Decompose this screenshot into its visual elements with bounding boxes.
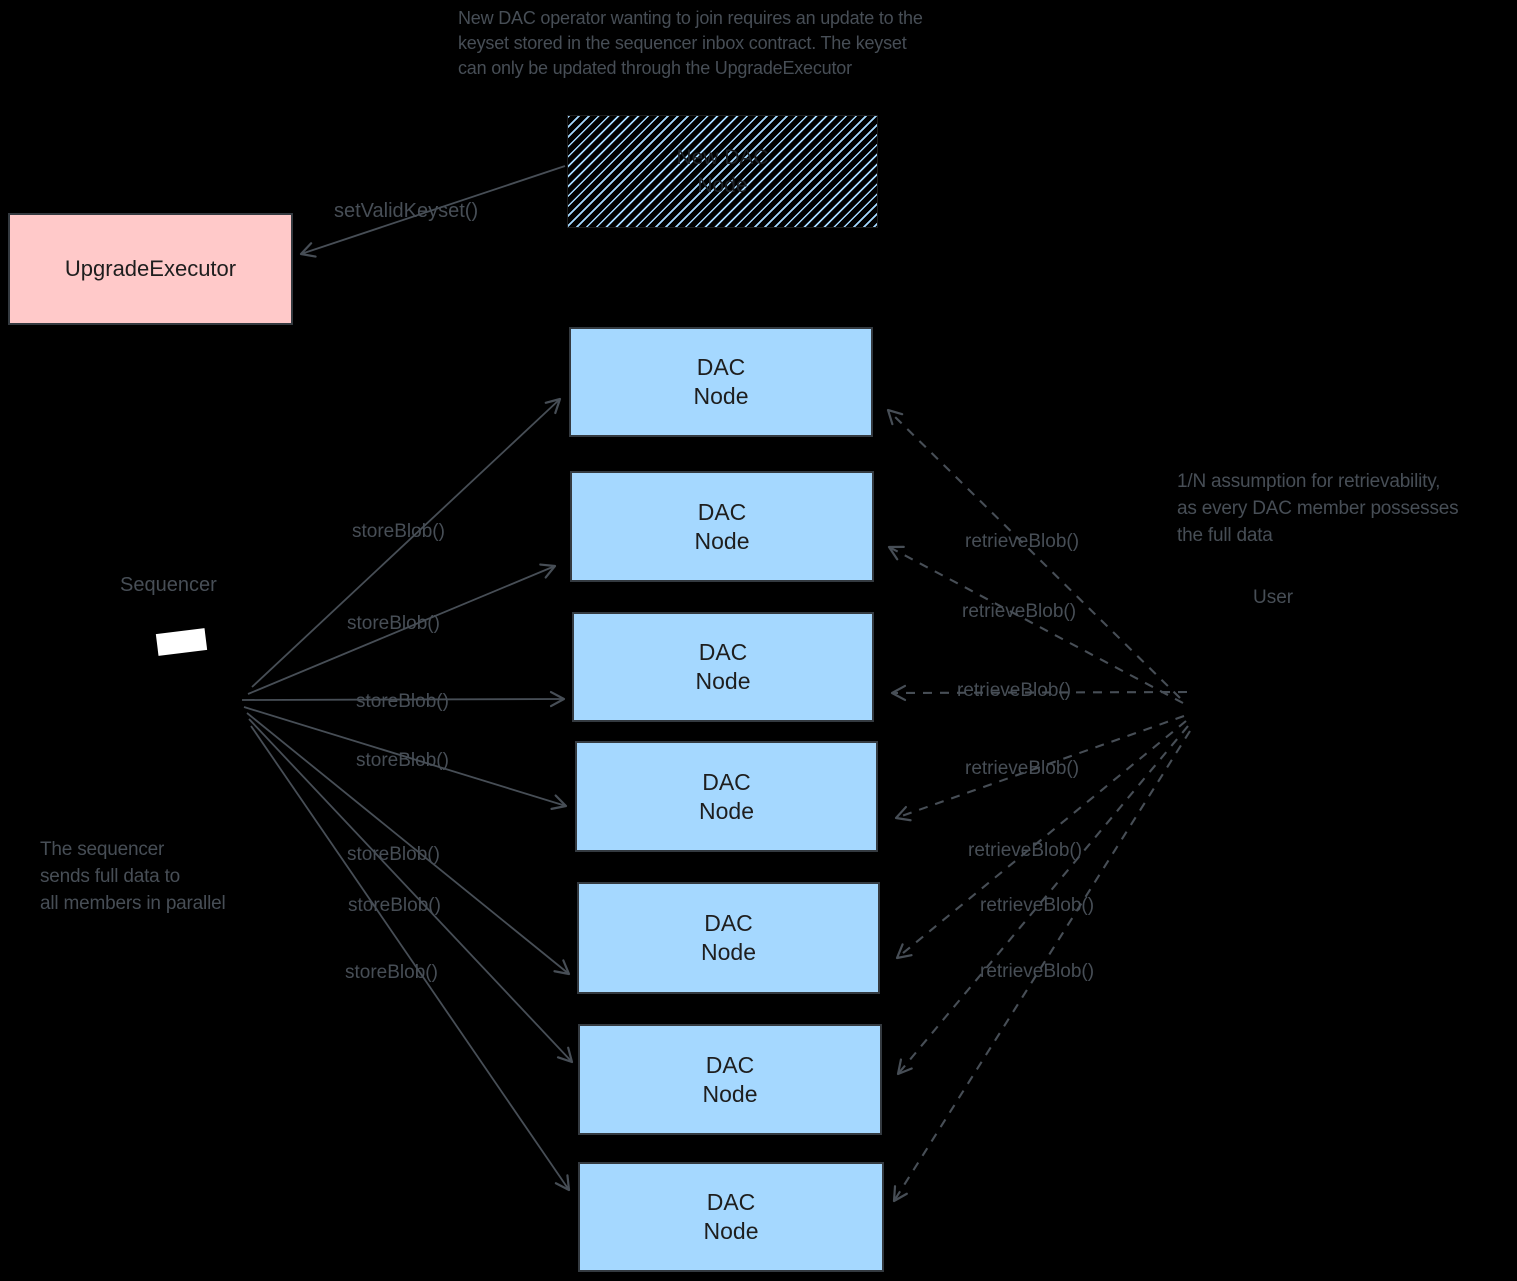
store-blob-label-3: storeBlob() [356, 691, 449, 712]
sequencer-label: Sequencer [120, 574, 217, 596]
user-label: User [1253, 587, 1294, 608]
store-blob-arrow-2 [247, 563, 557, 695]
left-note: The sequencer sends full data to all mem… [40, 839, 226, 914]
store-blob-arrow-6 [248, 718, 574, 1064]
set-valid-keyset-arrow [299, 165, 566, 258]
dac-node-box-5: DAC Node [577, 882, 880, 994]
dac-node-box-6: DAC Node [578, 1024, 882, 1135]
retrieve-blob-label-4: retrieveBlob() [965, 758, 1080, 779]
store-blob-label-1: storeBlob() [352, 521, 445, 542]
retrieve-blob-arrow-3 [890, 684, 1188, 702]
set-valid-keyset-label: setValidKeyset() [334, 200, 479, 222]
retrieve-blob-arrow-6 [896, 725, 1189, 1076]
retrieve-blob-arrow-2 [887, 545, 1184, 704]
dac-node-box-4: DAC Node [575, 741, 878, 852]
upgrade-executor-box: UpgradeExecutor [8, 213, 293, 325]
store-blob-label-4: storeBlob() [356, 750, 449, 771]
store-blob-label-2: storeBlob() [347, 613, 440, 634]
store-blob-arrow-1 [251, 397, 562, 688]
store-blob-arrow-5 [246, 712, 571, 976]
retrieve-blob-arrow-5 [895, 720, 1187, 960]
retrieve-blob-arrow-7 [892, 730, 1191, 1203]
store-blob-label-5: storeBlob() [347, 844, 440, 865]
store-blob-arrow-3 [241, 690, 566, 708]
store-blob-arrow-7 [250, 725, 571, 1192]
store-blob-arrow-4 [243, 706, 568, 810]
new-dac-node-box: New DAC Node [567, 115, 878, 228]
dac-node-box-2: DAC Node [570, 471, 874, 582]
dac-node-box-3: DAC Node [572, 612, 874, 722]
retrieve-blob-label-5: retrieveBlob() [968, 840, 1083, 861]
top-note: New DAC operator wanting to join require… [458, 8, 923, 78]
dac-node-box-7: DAC Node [578, 1162, 884, 1272]
retrieve-blob-arrow-1 [886, 408, 1181, 699]
retrieve-blob-label-3: retrieveBlob() [957, 680, 1072, 701]
retrieve-blob-label-2: retrieveBlob() [962, 601, 1077, 622]
retrieve-blob-label-6: retrieveBlob() [980, 895, 1095, 916]
retrieve-blob-label-1: retrieveBlob() [965, 531, 1080, 552]
store-blob-label-6: storeBlob() [348, 895, 441, 916]
right-note: 1/N assumption for retrievability, as ev… [1177, 471, 1459, 546]
store-blob-label-7: storeBlob() [345, 962, 438, 983]
dac-node-box-1: DAC Node [569, 327, 873, 437]
retrieve-blob-label-7: retrieveBlob() [980, 961, 1095, 982]
